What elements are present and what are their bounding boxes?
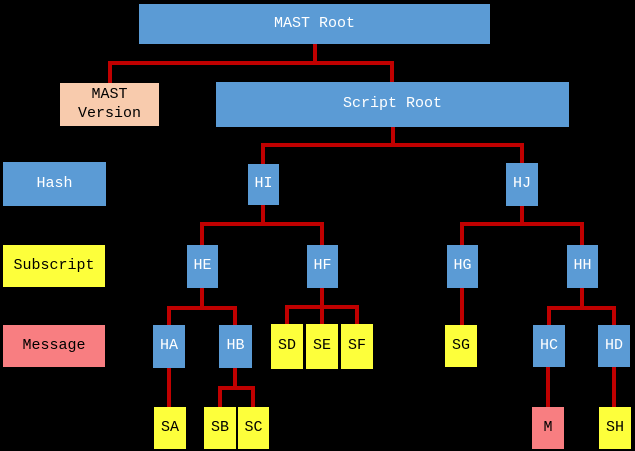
edge-hi-hbar [200, 222, 324, 226]
node-script-root: Script Root [216, 82, 569, 127]
node-he: HE [187, 245, 218, 288]
node-sg: SG [445, 325, 477, 367]
edge-hj-hbar [460, 222, 584, 226]
edge-ha-drop-sa [167, 368, 171, 407]
node-mast-version: MAST Version [60, 83, 159, 126]
node-hf: HF [307, 245, 338, 288]
edge-hf-drop-sd [285, 305, 289, 324]
node-hj: HJ [506, 163, 538, 206]
legend-hash: Hash [3, 162, 106, 206]
edge-hh-hbar [547, 306, 616, 310]
edge-hi-drop-hf [320, 222, 324, 245]
node-sh: SH [599, 407, 631, 449]
edge-hj-drop-hh [580, 222, 584, 245]
node-hb: HB [219, 325, 252, 368]
edge-hi-stub [261, 205, 265, 226]
edge-mastroot-stub [313, 44, 317, 65]
edge-mastroot-drop-scriptroot [390, 61, 394, 82]
edge-hh-drop-hd [612, 306, 616, 325]
node-sb: SB [204, 407, 236, 449]
node-mast-root: MAST Root [139, 4, 490, 44]
node-ha: HA [153, 325, 185, 368]
edge-mastroot-hbar [108, 61, 394, 65]
legend-subscript: Subscript [3, 245, 105, 287]
edge-scriptroot-drop-hi [261, 143, 265, 164]
node-se: SE [306, 324, 338, 369]
node-hd: HD [598, 325, 630, 367]
edge-he-drop-ha [167, 306, 171, 325]
edge-hf-hbar [285, 305, 359, 309]
edge-hd-drop-sh [612, 367, 616, 407]
edge-hh-drop-hc [547, 306, 551, 325]
edge-hc-drop-m [546, 367, 550, 407]
edge-he-stub [200, 288, 204, 310]
edge-hb-stub [233, 368, 237, 390]
edge-scriptroot-hbar [261, 143, 524, 147]
edge-he-drop-hb [233, 306, 237, 325]
edge-hf-drop-sf [355, 305, 359, 324]
node-m: M [532, 407, 564, 449]
edge-scriptroot-stub [391, 127, 395, 147]
edge-hb-drop-sb [218, 386, 222, 407]
edge-hb-drop-sc [251, 386, 255, 407]
node-hc: HC [533, 325, 565, 367]
node-sa: SA [154, 407, 186, 449]
node-hh: HH [567, 245, 598, 288]
edge-hb-hbar [218, 386, 255, 390]
node-sd: SD [271, 324, 303, 369]
node-sf: SF [341, 324, 373, 369]
edge-hg-drop-sg [460, 288, 464, 325]
edge-he-hbar [167, 306, 237, 310]
edge-hj-drop-hg [460, 222, 464, 245]
edge-hj-stub [520, 206, 524, 226]
edge-hi-drop-he [200, 222, 204, 245]
node-sc: SC [238, 407, 269, 449]
legend-message: Message [3, 325, 105, 367]
node-hg: HG [447, 245, 478, 288]
edge-scriptroot-drop-hj [520, 143, 524, 163]
node-hi: HI [248, 164, 279, 205]
edge-mastroot-drop-version [108, 61, 112, 83]
edge-hh-stub [580, 288, 584, 310]
